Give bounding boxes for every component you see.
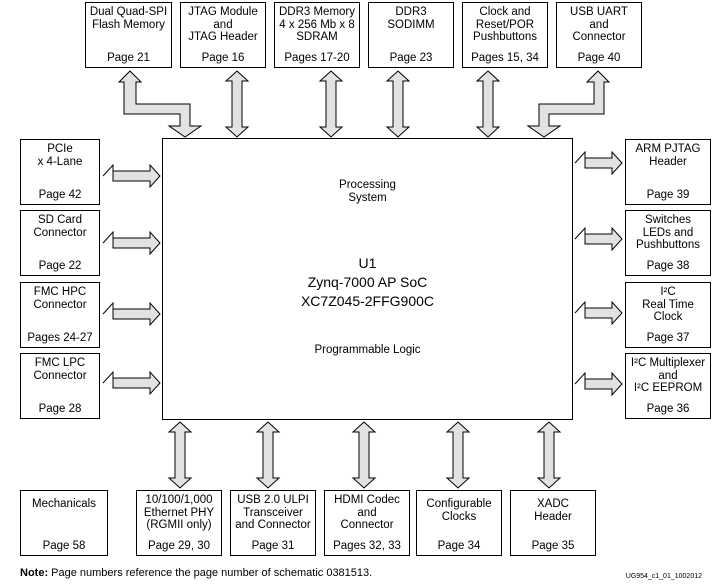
block-label: USB UART and Connector	[570, 6, 628, 43]
block-label: Configurable Clocks	[426, 498, 492, 523]
block-page: Page 21	[107, 52, 150, 64]
switches-arrow	[574, 226, 623, 252]
block-label: SD Card Connector	[33, 214, 87, 239]
block-fmc-lpc: FMC LPC Connector Page 28	[20, 353, 100, 419]
block-pcie: PCIe x 4-Lane Page 42	[20, 139, 100, 205]
programmable-logic-label: Programmable Logic	[314, 344, 421, 356]
fmc-lpc-arrow	[102, 370, 161, 396]
block-label: I²C Multiplexer and I²C EEPROM	[630, 357, 706, 394]
soc-name: Zynq-7000 AP SoC	[307, 274, 428, 290]
block-label: DDR3 SODIMM	[387, 6, 435, 31]
schematic-note: Note: Page numbers reference the page nu…	[20, 567, 372, 579]
processing-system-label: Processing System	[339, 179, 396, 204]
block-label: Dual Quad-SPI Flash Memory	[89, 6, 168, 31]
block-quad-spi-flash: Dual Quad-SPI Flash Memory Page 21	[85, 2, 172, 68]
block-label: Clock and Reset/POR Pushbuttons	[473, 6, 537, 43]
block-page: Pages 32, 33	[333, 540, 401, 552]
block-page: Page 37	[646, 332, 690, 344]
block-page: Page 35	[531, 540, 575, 552]
jtag-arrow	[224, 70, 250, 138]
sodimm-arrow	[385, 70, 411, 138]
pcie-arrow	[102, 163, 161, 189]
clock-reset-arrow	[475, 70, 501, 138]
block-usb-ulpi: USB 2.0 ULPI Transceiver and Connector P…	[230, 490, 316, 556]
block-jtag-module: JTAG Module and JTAG Header Page 16	[180, 2, 266, 68]
block-label: ARM PJTAG Header	[635, 143, 701, 168]
block-page: Page 42	[38, 189, 82, 201]
block-page: Page 23	[389, 52, 433, 64]
clocks-arrow	[445, 421, 471, 489]
block-clock-reset: Clock and Reset/POR Pushbuttons Pages 15…	[462, 2, 548, 68]
block-label: FMC HPC Connector	[33, 286, 87, 311]
hdmi-arrow	[351, 421, 377, 489]
sd-card-arrow	[102, 230, 161, 256]
block-switches-leds: Switches LEDs and Pushbuttons Page 38	[625, 210, 711, 276]
block-xadc-header: XADC Header Page 35	[510, 490, 596, 556]
figure-id: UG954_c1_01_1002012	[625, 573, 702, 580]
block-page: Page 28	[38, 403, 82, 415]
block-label: HDMI Codec and Connector	[334, 494, 400, 531]
block-page: Page 39	[646, 189, 690, 201]
ethernet-arrow	[167, 421, 193, 489]
block-page: Pages 15, 34	[471, 52, 539, 64]
soc-reference: U1	[358, 255, 377, 271]
note-prefix: Note:	[20, 567, 49, 579]
block-label: USB 2.0 ULPI Transceiver and Connector	[235, 494, 311, 531]
block-fmc-hpc: FMC HPC Connector Pages 24-27	[20, 282, 100, 348]
block-page: Page 58	[42, 540, 86, 552]
usb-uart-arrow	[526, 70, 611, 138]
eeprom-arrow	[574, 371, 623, 397]
block-label: 10/100/1,000 Ethernet PHY (RGMII only)	[143, 494, 215, 531]
block-hdmi-codec: HDMI Codec and Connector Pages 32, 33	[324, 490, 410, 556]
quad-spi-arrow	[117, 70, 203, 138]
block-label: JTAG Module and JTAG Header	[188, 6, 258, 43]
block-page: Pages 24-27	[27, 332, 93, 344]
block-page: Page 34	[437, 540, 481, 552]
block-i2c-mux-eeprom: I²C Multiplexer and I²C EEPROM Page 36	[625, 353, 711, 419]
block-page: Page 22	[38, 260, 82, 272]
block-ddr3-memory: DDR3 Memory 4 x 256 Mb x 8 SDRAM Pages 1…	[274, 2, 360, 68]
soc-part-number: XC7Z045-2FFG900C	[300, 293, 435, 309]
block-label: Switches LEDs and Pushbuttons	[636, 214, 700, 251]
block-label: I²C Real Time Clock	[642, 286, 694, 323]
block-page: Page 40	[577, 52, 621, 64]
xadc-arrow	[536, 421, 562, 489]
block-ethernet-phy: 10/100/1,000 Ethernet PHY (RGMII only) P…	[136, 490, 222, 556]
ddr3-memory-arrow	[318, 70, 344, 138]
block-label: DDR3 Memory 4 x 256 Mb x 8 SDRAM	[278, 6, 356, 43]
block-page: Page 16	[201, 52, 245, 64]
usb-ulpi-arrow	[255, 421, 281, 489]
arm-pjtag-arrow	[574, 150, 623, 176]
block-page: Page 29, 30	[147, 540, 211, 552]
block-i2c-rtc: I²C Real Time Clock Page 37	[625, 282, 711, 348]
block-configurable-clocks: Configurable Clocks Page 34	[416, 490, 502, 556]
block-mechanicals: Mechanicals Page 58	[20, 490, 108, 556]
block-label: Mechanicals	[32, 498, 96, 510]
block-page: Page 38	[646, 260, 690, 272]
block-usb-uart: USB UART and Connector Page 40	[556, 2, 642, 68]
block-label: PCIe x 4-Lane	[37, 143, 83, 168]
zynq-soc-block: Processing System U1 Zynq-7000 AP SoC XC…	[162, 138, 573, 420]
block-ddr3-sodimm: DDR3 SODIMM Page 23	[368, 2, 454, 68]
block-arm-pjtag: ARM PJTAG Header Page 39	[625, 139, 711, 205]
note-text: Page numbers reference the page number o…	[48, 567, 373, 579]
block-page: Page 31	[251, 540, 295, 552]
block-page: Pages 17-20	[284, 52, 350, 64]
fmc-hpc-arrow	[102, 301, 161, 327]
block-page: Page 36	[646, 403, 690, 415]
block-label: FMC LPC Connector	[33, 357, 87, 382]
block-label: XADC Header	[534, 498, 572, 523]
block-sd-card: SD Card Connector Page 22	[20, 210, 100, 276]
rtc-arrow	[574, 300, 623, 326]
